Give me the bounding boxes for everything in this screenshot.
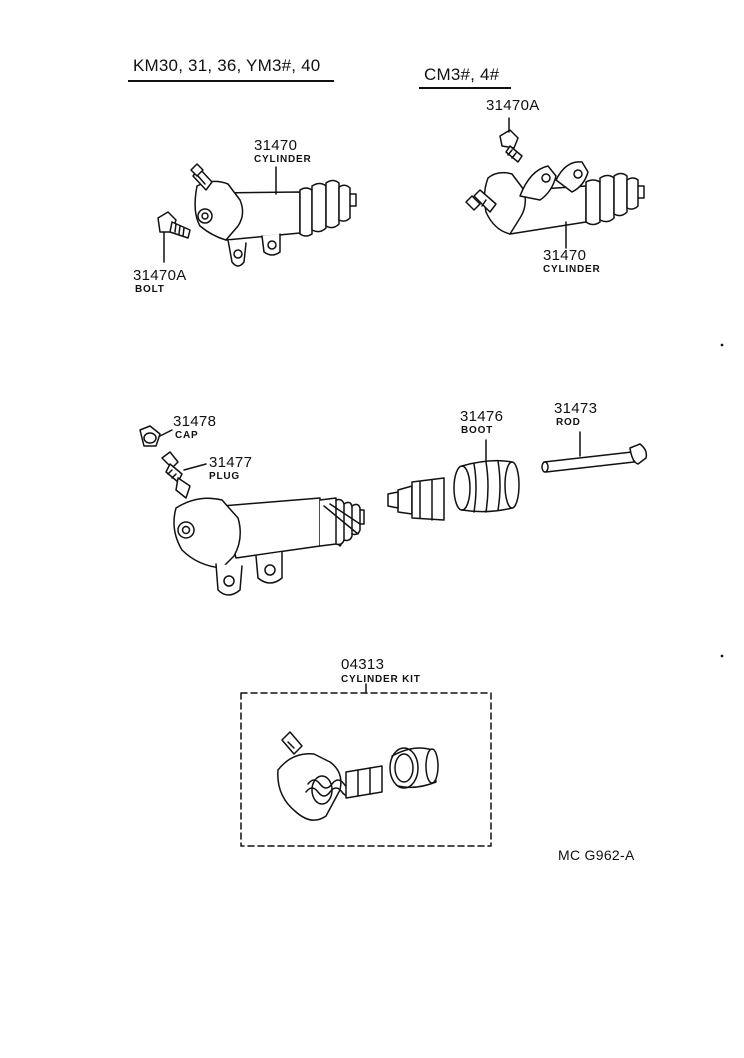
heading-right-group: CM3#, 4#: [424, 65, 500, 84]
part-number-rod: 31473: [554, 400, 598, 417]
figure-code: MC G962-A: [558, 847, 635, 863]
part-number-cap: 31478: [173, 413, 217, 430]
top-left-bolt: [157, 211, 191, 263]
part-number-boot: 31476: [460, 408, 504, 425]
plug-part: [161, 451, 207, 499]
part-number-kit: 04313: [341, 656, 385, 673]
part-name-cap: CAP: [175, 430, 199, 441]
heading-right-underline: [419, 87, 511, 89]
part-number-top-left-cylinder: 31470: [254, 137, 298, 154]
middle-cylinder-body: [173, 497, 365, 596]
speck-mark: [720, 343, 724, 347]
part-name-top-left-cylinder: CYLINDER: [254, 154, 312, 165]
heading-left-underline: [128, 80, 334, 82]
part-name-plug: PLUG: [209, 471, 240, 482]
part-name-kit: CYLINDER KIT: [341, 674, 421, 685]
part-number-top-right-bolt: 31470A: [486, 97, 540, 114]
heading-left-group: KM30, 31, 36, YM3#, 40: [133, 56, 321, 75]
part-number-plug: 31477: [209, 454, 253, 471]
part-number-top-left-bolt: 31470A: [133, 267, 187, 284]
top-right-cylinder: [465, 161, 645, 249]
speck-mark: [720, 654, 724, 658]
part-name-top-right-cylinder: CYLINDER: [543, 264, 601, 275]
part-name-rod: ROD: [556, 417, 581, 428]
top-right-bolt: [499, 117, 523, 163]
part-number-top-right-cylinder: 31470: [543, 247, 587, 264]
part-name-boot: BOOT: [461, 425, 494, 436]
top-left-cylinder: [190, 163, 357, 267]
cylinder-kit-box: [240, 683, 492, 847]
part-name-top-left-bolt: BOLT: [135, 284, 165, 295]
cap-part: [139, 425, 173, 447]
speck-mark: [338, 543, 342, 547]
rod-part: [541, 431, 648, 473]
boot-part: [387, 439, 520, 521]
